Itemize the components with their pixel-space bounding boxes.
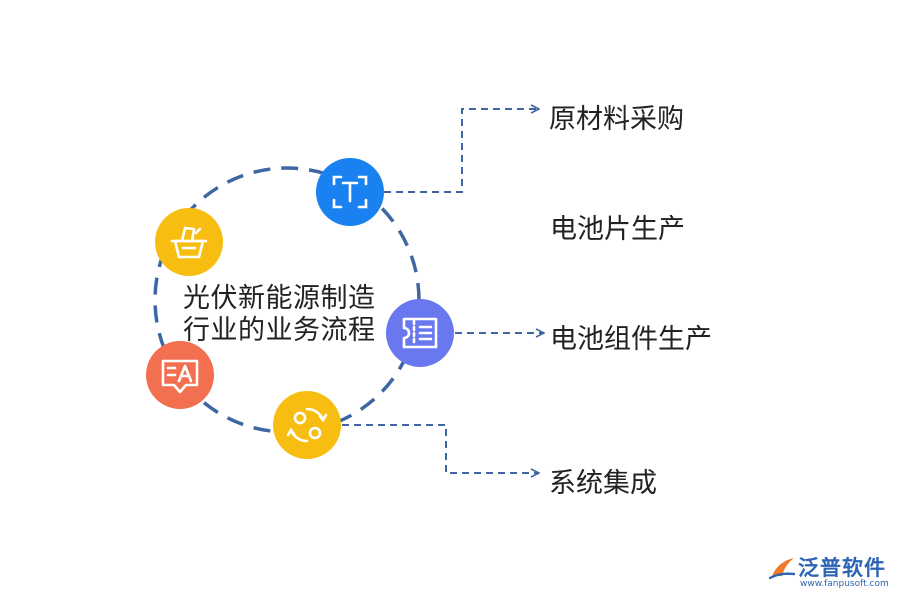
ticket-list-icon [402, 317, 438, 349]
step-label-cell-production: 电池片生产 [550, 214, 685, 245]
logo-mark-icon [768, 558, 796, 580]
node-translate [146, 341, 214, 409]
step-label-system-integration: 系统集成 [549, 468, 657, 499]
connector-system-integration [342, 424, 538, 473]
node-basket [155, 208, 223, 276]
node-module-production [386, 299, 454, 367]
watermark-logo: 泛普软件 www.fanpusoft.com [768, 550, 893, 594]
node-raw-material [316, 158, 384, 226]
basket-icon [170, 226, 208, 259]
step-label-raw-material: 原材料采购 [549, 104, 684, 135]
connector-raw-material [384, 109, 538, 193]
diagram-title-line-2: 行业的业务流程 [183, 315, 376, 346]
diagram-title-line-1: 光伏新能源制造 [183, 283, 376, 314]
text-frame-icon [332, 175, 368, 209]
step-label-module-production: 电池组件生产 [550, 324, 712, 355]
exchange-icon [286, 407, 328, 443]
node-system-integration [273, 391, 341, 459]
translate-icon [161, 359, 199, 394]
watermark-url: www.fanpusoft.com [800, 579, 889, 589]
watermark-name: 泛普软件 [798, 556, 886, 580]
